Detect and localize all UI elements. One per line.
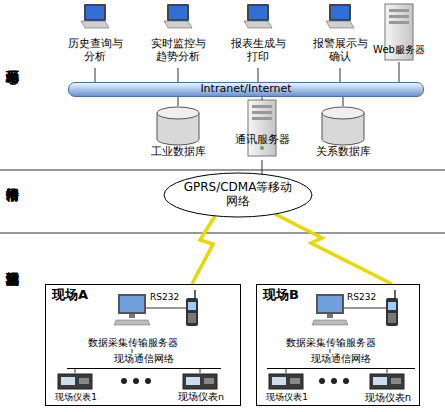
client-laptop: 历史查询与分析 bbox=[66, 4, 124, 68]
field-instrument: 现场仪表1 bbox=[263, 373, 311, 406]
modem-phone-icon bbox=[386, 290, 398, 326]
laptop-icon bbox=[81, 4, 109, 28]
client-laptop: 报表生成与打印 bbox=[229, 4, 287, 68]
mobile-network-cloud: GPRS/CDMA等移动网络 bbox=[163, 172, 313, 218]
instrument-icon bbox=[183, 374, 217, 389]
site-box: 现场B 数据采集传输服务器现场通信网络现场仪表1 现场仪表n bbox=[256, 284, 420, 406]
node-label: 工业数据库 bbox=[145, 146, 211, 159]
network-ellipse bbox=[164, 173, 312, 217]
field-network-bus: 现场通信网络 bbox=[67, 353, 221, 369]
node-label: 现场仪表n bbox=[173, 392, 229, 403]
laptop-icon bbox=[164, 4, 192, 28]
section-divider bbox=[0, 169, 445, 170]
ellipsis-dot bbox=[319, 378, 325, 384]
node-label: 关系数据库 bbox=[310, 146, 376, 159]
field-instrument: 现场仪表1 bbox=[52, 373, 100, 406]
database: 关系数据库 bbox=[310, 106, 376, 162]
node-label: 现场通信网络 bbox=[67, 353, 221, 365]
section-divider bbox=[0, 232, 445, 233]
network-link bbox=[262, 97, 263, 100]
server-icon bbox=[248, 100, 276, 156]
ellipsis-dot bbox=[343, 378, 349, 384]
field-network-bus: 现场通信网络 bbox=[267, 353, 415, 369]
node-label: 现场通信网络 bbox=[267, 353, 415, 365]
network-link bbox=[387, 369, 388, 373]
network-link bbox=[286, 369, 287, 373]
network-link bbox=[399, 62, 400, 82]
node-label: 通讯服务器 bbox=[230, 134, 294, 147]
network-link bbox=[95, 68, 96, 82]
node-label: Web服务器 bbox=[370, 44, 428, 56]
ellipsis-dot bbox=[145, 378, 151, 384]
database-icon bbox=[157, 107, 199, 145]
port-label: RS232 bbox=[347, 292, 376, 302]
network-link bbox=[75, 369, 76, 373]
network-link bbox=[178, 68, 179, 82]
serial-wire bbox=[146, 308, 186, 309]
site-title: 现场B bbox=[263, 288, 299, 303]
ellipsis-dot bbox=[121, 378, 127, 384]
network-link bbox=[178, 97, 179, 106]
field-instrument: 现场仪表n bbox=[359, 373, 417, 406]
network-link bbox=[258, 68, 259, 82]
instrument-icon bbox=[58, 374, 92, 389]
node-label: 数据采集传输服务器 bbox=[281, 337, 381, 349]
network-link bbox=[343, 97, 344, 106]
node-label: 数据采集传输服务器 bbox=[83, 337, 183, 349]
node-label: 实时监控与趋势分析 bbox=[147, 38, 209, 63]
comm-server: 通讯服务器 bbox=[230, 100, 294, 160]
laptop-icon bbox=[326, 4, 354, 28]
node-label: 报表生成与打印 bbox=[229, 38, 287, 63]
instrument-icon bbox=[269, 374, 303, 389]
modem-phone-icon bbox=[186, 290, 198, 326]
database-icon bbox=[322, 107, 364, 145]
web-server: Web服务器 bbox=[370, 4, 428, 62]
computer-icon bbox=[114, 294, 150, 325]
site-box: 现场A 数据采集传输服务器现场通信网络现场仪表1 现场仪表n bbox=[45, 284, 241, 406]
node-label: 报警展示与确认 bbox=[311, 38, 369, 63]
network-link bbox=[200, 369, 201, 373]
field-instrument: 现场仪表n bbox=[173, 373, 229, 406]
network-link bbox=[262, 160, 263, 174]
client-laptop: 实时监控与趋势分析 bbox=[147, 4, 209, 68]
instrument-icon bbox=[370, 374, 404, 389]
site-title: 现场A bbox=[52, 288, 88, 303]
node-label: 现场仪表1 bbox=[263, 392, 311, 402]
port-label: RS232 bbox=[150, 292, 179, 302]
ellipsis-dot bbox=[331, 378, 337, 384]
wireless-link bbox=[192, 216, 215, 284]
network-bus: Intranet/Internet bbox=[68, 82, 424, 97]
node-label: GPRS/CDMA等移动网络 bbox=[180, 181, 296, 209]
node-label: 历史查询与分析 bbox=[66, 38, 124, 63]
serial-wire bbox=[344, 308, 386, 309]
ellipsis-dot bbox=[133, 378, 139, 384]
node-label: Intranet/Internet bbox=[69, 83, 423, 96]
wireless-link bbox=[275, 214, 392, 284]
computer-icon bbox=[312, 294, 348, 325]
network-link bbox=[340, 68, 341, 82]
client-laptop: 报警展示与确认 bbox=[311, 4, 369, 68]
laptop-icon bbox=[244, 4, 272, 28]
database: 工业数据库 bbox=[145, 106, 211, 162]
node-label: 现场仪表n bbox=[359, 392, 417, 404]
node-label: 现场仪表1 bbox=[52, 392, 100, 402]
